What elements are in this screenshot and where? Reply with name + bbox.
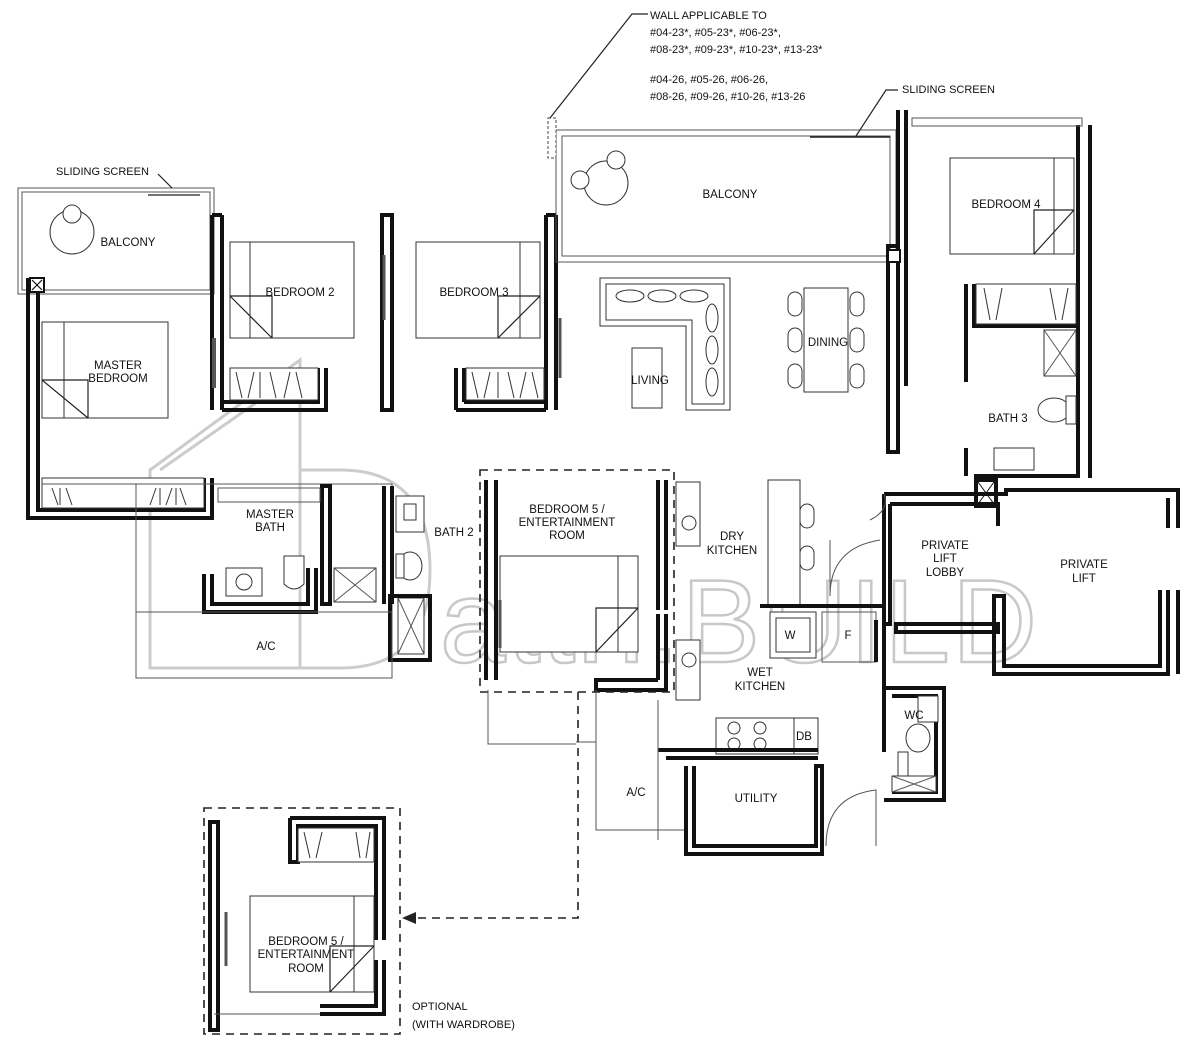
label-dry-kitchen-2: KITCHEN	[707, 545, 757, 557]
main-balcony	[547, 117, 897, 263]
label-balcony-left: BALCONY	[101, 237, 156, 249]
label-master-bedroom-2: BEDROOM	[88, 373, 147, 385]
label-balcony-main: BALCONY	[703, 189, 758, 201]
label-optional-bedroom-5-3: ROOM	[288, 963, 324, 975]
wall-note-line-1: #04-23*, #05-23*, #06-23*,	[650, 27, 781, 39]
dining-area	[787, 287, 865, 393]
label-ac-left: A/C	[256, 641, 275, 653]
label-optional-bedroom-5-2: ENTERTAINMENT	[258, 949, 355, 961]
label-ac-right: A/C	[626, 787, 645, 799]
label-bedroom-5-2: ENTERTAINMENT	[519, 517, 616, 529]
label-bedroom-5-3: ROOM	[549, 530, 585, 542]
sliding-screen-left-label: SLIDING SCREEN	[56, 166, 149, 178]
label-master-bedroom-1: MASTER	[94, 360, 142, 372]
left-balcony	[17, 187, 215, 295]
label-bath-2: BATH 2	[434, 527, 473, 539]
label-fridge: F	[844, 630, 851, 642]
room-labels: BALCONY BALCONY BEDROOM 2 BEDROOM 3 BEDR…	[88, 189, 1108, 975]
label-dry-kitchen-1: DRY	[720, 531, 744, 543]
label-private-lift-1: PRIVATE	[1060, 559, 1108, 571]
label-dining: DINING	[808, 337, 848, 349]
label-washer: W	[785, 630, 796, 642]
label-bedroom-2: BEDROOM 2	[265, 287, 334, 299]
label-living: LIVING	[631, 375, 669, 387]
sliding-screen-right-label: SLIDING SCREEN	[902, 84, 995, 96]
label-master-bath-2: BATH	[255, 522, 285, 534]
wall-note-title: WALL APPLICABLE TO	[650, 10, 767, 22]
leader-lines	[157, 13, 898, 189]
label-wet-kitchen-1: WET	[747, 667, 773, 679]
label-bedroom-4: BEDROOM 4	[971, 199, 1041, 211]
bedroom-2	[210, 213, 355, 412]
label-db: DB	[796, 731, 812, 743]
label-private-lift-lobby-1: PRIVATE	[921, 540, 969, 552]
watermark-d-shape	[300, 468, 432, 670]
dry-kitchen	[675, 479, 884, 608]
wet-kitchen-utility	[487, 611, 946, 856]
annotations: WALL APPLICABLE TO #04-23*, #05-23*, #06…	[56, 10, 995, 1031]
label-utility: UTILITY	[735, 793, 778, 805]
label-private-lift-lobby-2: LIFT	[933, 553, 957, 565]
private-lift-area	[869, 478, 1180, 676]
optional-note-line-2: (WITH WARDROBE)	[412, 1019, 515, 1031]
label-bedroom-3: BEDROOM 3	[439, 287, 508, 299]
ac-ledges	[135, 611, 393, 679]
wall-note-line-2: #08-23*, #09-23*, #10-23*, #13-23*	[650, 44, 823, 56]
living-area	[599, 277, 731, 411]
label-wc: WC	[904, 710, 923, 722]
bedroom-3	[380, 213, 562, 412]
label-wet-kitchen-2: KITCHEN	[735, 681, 785, 693]
optional-note-line-1: OPTIONAL	[412, 1001, 468, 1013]
label-optional-bedroom-5-1: BEDROOM 5 /	[268, 936, 344, 948]
label-private-lift-lobby-3: LOBBY	[926, 567, 965, 579]
label-master-bath-1: MASTER	[246, 509, 294, 521]
label-private-lift-2: LIFT	[1072, 573, 1096, 585]
label-bath-3: BATH 3	[988, 413, 1027, 425]
wall-note-line-3: #04-26, #05-26, #06-26,	[650, 74, 768, 86]
wall-note-line-4: #08-26, #09-26, #10-26, #13-26	[650, 91, 805, 103]
optional-bedroom-5	[203, 692, 579, 1035]
master-bedroom	[26, 277, 214, 520]
label-bedroom-5-1: BEDROOM 5 /	[529, 504, 605, 516]
bedroom-4-and-bath-3	[886, 110, 1092, 478]
